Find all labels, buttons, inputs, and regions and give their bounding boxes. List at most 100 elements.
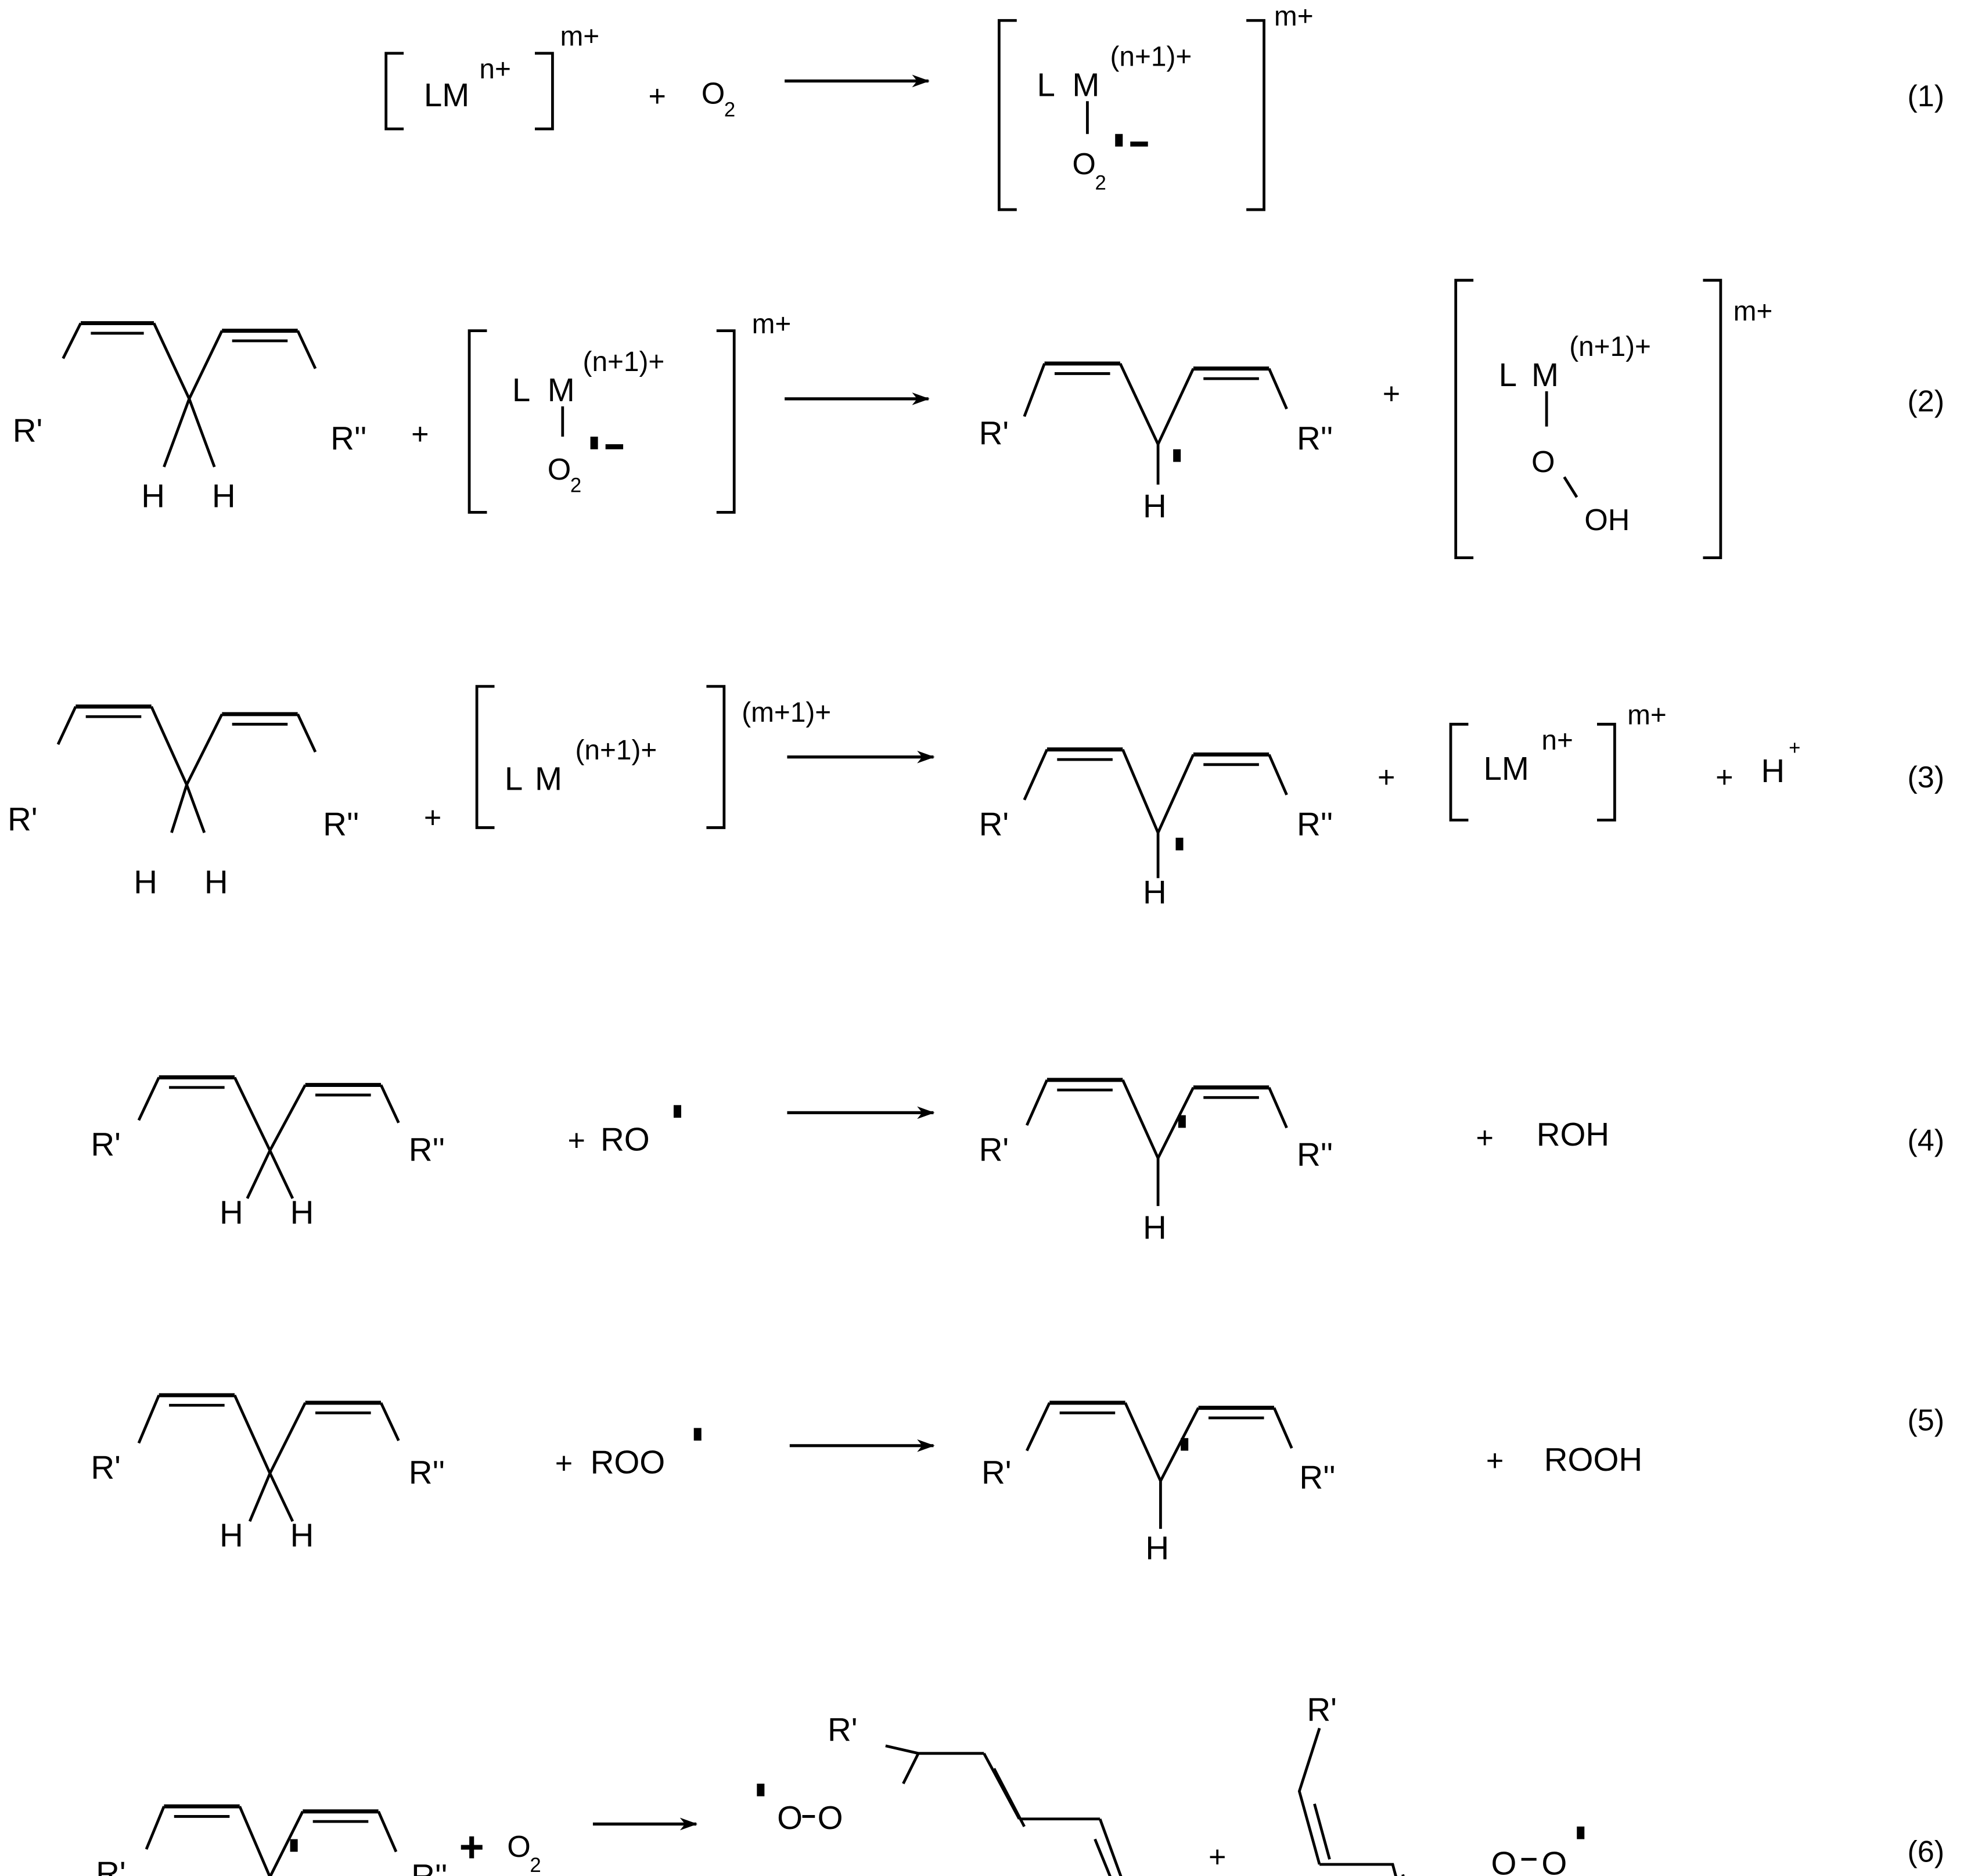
hydrogen-label: H — [212, 478, 236, 514]
radical-dot-icon — [693, 1428, 702, 1441]
hydrogen-label: H — [290, 1194, 314, 1231]
plus-sign: + — [459, 1823, 484, 1871]
reaction-2: R' R'' H H + L M (n+1)+ O 2 m+ R' R'' H … — [13, 279, 1944, 559]
ligand-label: L — [1037, 67, 1055, 103]
radical-dot-icon — [1115, 134, 1123, 147]
r-prime-label: R' — [981, 1454, 1012, 1490]
oxygen-label: O — [548, 453, 571, 487]
r-prime-label: R' — [979, 805, 1009, 842]
reaction-6: R' R'' H + O 2 R' O O R'' + R' O O R'' — [96, 1691, 1944, 1876]
peroxyl-radical-product-2: R' O O R'' — [1297, 1691, 1585, 1876]
plus-sign: + — [649, 80, 666, 113]
pentadienyl-radical-product: R' R'' H — [979, 361, 1333, 524]
oxygen-label: O — [1541, 1845, 1567, 1876]
r-double-prime-label: R'' — [330, 420, 366, 456]
subscript-2: 2 — [570, 475, 581, 497]
charge-m-plus: m+ — [752, 309, 792, 340]
minus-charge-icon — [605, 444, 624, 449]
hydrogen-label: H — [1145, 1529, 1169, 1566]
reaction-3: R' R'' H H + L M (n+1)+ (m+1)+ R' R'' H … — [8, 685, 1944, 910]
radical-dot-icon — [590, 437, 598, 449]
hydrogen-label: H — [204, 863, 228, 900]
bracket-left — [997, 19, 1017, 211]
radical-dot-icon — [290, 1839, 298, 1852]
hydroperoxide-label: ROOH — [1544, 1441, 1642, 1478]
bracket-left — [384, 52, 404, 131]
equation-number: (4) — [1907, 1124, 1944, 1158]
ligand-label: L — [512, 372, 530, 408]
radical-dot-icon — [1173, 449, 1181, 462]
pentadienyl-radical-product: R' R'' H — [981, 1400, 1336, 1566]
charge-n1-plus: (n+1)+ — [576, 735, 657, 766]
r-prime-label: R' — [828, 1711, 858, 1748]
oxygen-label: O — [818, 1799, 843, 1836]
oxygen-label: O — [1531, 445, 1555, 479]
pentadienyl-radical-reactant: R' R'' H — [96, 1804, 447, 1876]
minus-charge-icon — [1130, 141, 1148, 147]
reaction-5: R' R'' H H + ROO R' R'' H + ROOH (5) — [91, 1393, 1944, 1566]
radical-dot-icon — [1577, 1826, 1585, 1839]
hydrogen-label: H — [220, 1194, 243, 1231]
equation-number: (3) — [1907, 761, 1944, 794]
hydrogen-label: H — [1143, 488, 1167, 524]
diene-reactant: R' R'' H H — [91, 1075, 445, 1231]
reaction-1: LM n+ m+ + O 2 L M (n+1)+ O 2 m+ (1) — [384, 1, 1944, 211]
charge-n1-plus: (n+1)+ — [1569, 332, 1651, 362]
oxygen-label: O — [507, 1830, 531, 1864]
hydrogen-label: H — [134, 863, 157, 900]
plus-sign: + — [424, 801, 441, 834]
subscript-2: 2 — [530, 1855, 541, 1876]
charge-m-plus: m+ — [1627, 700, 1667, 730]
hydroxyl-label: OH — [1584, 503, 1630, 537]
proton-label: H — [1761, 752, 1785, 789]
plus-sign: + — [1716, 761, 1733, 794]
oxygen-label: O — [1491, 1845, 1517, 1876]
hydrogen-label: H — [1143, 1209, 1167, 1246]
pentadienyl-radical-product: R' R'' H — [979, 747, 1333, 910]
diene-reactant: R' R'' H H — [13, 321, 366, 514]
r-double-prime-label: R'' — [409, 1454, 445, 1490]
radical-dot-icon — [1181, 1438, 1189, 1451]
charge-m-plus: m+ — [1274, 1, 1314, 32]
alcohol-label: ROH — [1537, 1116, 1609, 1153]
plus-sign: + — [567, 1124, 585, 1158]
hydrogen-label: H — [220, 1517, 243, 1554]
plus-sign: + — [1486, 1444, 1504, 1478]
plus-sign: + — [1209, 1840, 1226, 1874]
metal-label: M — [1072, 67, 1099, 103]
charge-n1-plus: (n+1)+ — [1110, 41, 1192, 72]
r-prime-label: R' — [1307, 1691, 1337, 1727]
r-prime-label: R' — [979, 1131, 1009, 1168]
lm-label: LM — [1483, 750, 1529, 787]
ligand-label: L — [1499, 357, 1517, 393]
plus-sign: + — [1378, 761, 1395, 794]
oxygen-label: O — [777, 1799, 803, 1836]
radical-dot-icon — [673, 1105, 681, 1118]
plus-sign: + — [1476, 1121, 1493, 1155]
proton-charge: + — [1789, 737, 1800, 759]
r-double-prime-label: R'' — [1297, 420, 1333, 456]
metal-label: M — [1531, 357, 1559, 393]
plus-sign: + — [555, 1447, 573, 1481]
oxygen-label: O — [702, 77, 725, 111]
subscript-2: 2 — [724, 99, 735, 121]
radical-dot-icon — [757, 1783, 765, 1796]
bracket-right — [1246, 19, 1265, 211]
metal-label: M — [548, 372, 575, 408]
r-prime-label: R' — [979, 415, 1009, 451]
r-double-prime-label: R'' — [1299, 1459, 1335, 1496]
charge-m-plus: m+ — [1734, 296, 1773, 327]
r-prime-label: R' — [91, 1126, 121, 1162]
equation-number: (2) — [1907, 385, 1944, 419]
diene-reactant: R' R'' H H — [91, 1393, 445, 1554]
equation-number: (6) — [1907, 1835, 1944, 1869]
plus-sign: + — [411, 417, 429, 451]
r-prime-label: R' — [8, 801, 38, 837]
r-prime-label: R' — [96, 1855, 126, 1876]
metal-label: M — [535, 760, 562, 797]
r-prime-label: R' — [13, 412, 43, 449]
r-double-prime-label: R'' — [409, 1131, 445, 1168]
equation-number: (5) — [1907, 1404, 1944, 1438]
radical-dot-icon — [1178, 1115, 1186, 1128]
